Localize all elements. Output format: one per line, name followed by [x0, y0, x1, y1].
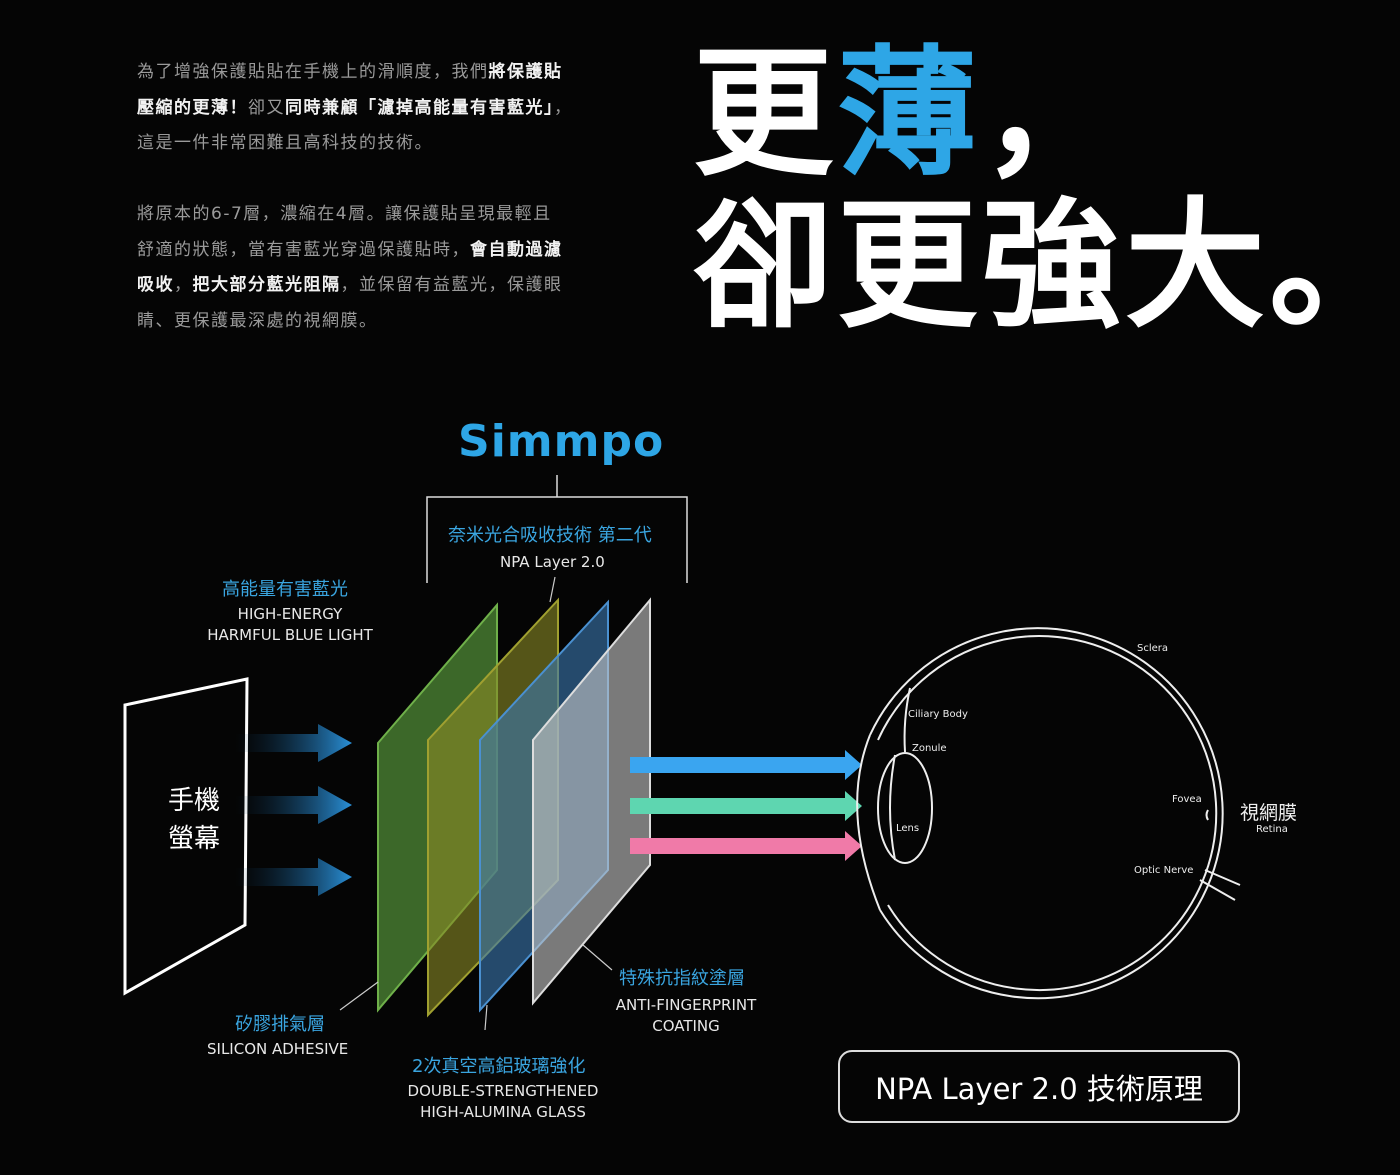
beam-blue: [630, 750, 862, 780]
headline-word: 更: [693, 33, 838, 196]
light-beams: [630, 750, 862, 861]
glass-en-line2: HIGH-ALUMINA GLASS: [420, 1103, 586, 1121]
diagram-title-box: NPA Layer 2.0 技術原理: [838, 1050, 1240, 1123]
paragraph-line: 吸收，把大部分藍光阻隔，並保留有益藍光，保護眼: [137, 268, 563, 304]
silicon-label-en: SILICON ADHESIVE: [207, 1040, 349, 1058]
headline-line-2: 卻更強大。: [693, 185, 1400, 348]
body-text: 這是一件非常困難且高科技的技術。: [137, 133, 433, 153]
zonule-label: Zonule: [912, 743, 947, 754]
body-text: 卻又: [248, 97, 285, 118]
npa-bracket: [426, 475, 688, 583]
paragraph-line: 將原本的6-7層，濃縮在4層。讓保護貼呈現最輕且: [137, 197, 563, 233]
arrow: [235, 724, 352, 762]
layer-coating: [532, 597, 651, 1006]
retina-label-cn: 視網膜: [1240, 802, 1298, 824]
protector-layers: [377, 597, 651, 1018]
sclera-label: Sclera: [1137, 643, 1169, 654]
blue-light-en-line1: HIGH-ENERGY: [237, 605, 343, 623]
headline-line-1: 更薄，: [693, 40, 1125, 190]
emphasis-text: 把大部分藍光阻隔: [192, 275, 341, 295]
coating-en-line2: COATING: [652, 1017, 720, 1035]
fovea-label: Fovea: [1172, 794, 1202, 805]
intro-paragraph-2: 將原本的6-7層，濃縮在4層。讓保護貼呈現最輕且舒適的狀態，當有害藍光穿過保護貼…: [137, 197, 563, 339]
headline-comma: ，: [981, 33, 1126, 196]
body-text: 睛、更保護最深處的視網膜。: [137, 310, 378, 331]
silicon-label-cn: 矽膠排氣層: [235, 1014, 325, 1035]
arrow: [235, 858, 352, 896]
body-text: 將原本的6-7層，濃縮在4層。讓保護貼呈現最輕且: [137, 204, 552, 224]
paragraph-line: 為了增強保護貼貼在手機上的滑順度，我們將保護貼: [137, 55, 573, 91]
emphasis-text: 吸收: [137, 275, 174, 295]
paragraph-line: 舒適的狀態，當有害藍光穿過保護貼時，會自動過濾: [137, 233, 563, 269]
npa-label-en: NPA Layer 2.0: [500, 553, 605, 571]
npa-label-cn: 奈米光合吸收技術 第二代: [448, 525, 652, 546]
paragraph-line: 壓縮的更薄！卻又同時兼顧「濾掉高能量有害藍光」，: [137, 91, 573, 127]
coating-label-cn: 特殊抗指紋塗層: [619, 968, 745, 989]
optic-nerve-label: Optic Nerve: [1134, 865, 1194, 876]
blue-light-en-line2: HARMFUL BLUE LIGHT: [207, 626, 373, 644]
glass-label-cn: 2次真空高鋁玻璃強化: [412, 1056, 586, 1077]
beam-green: [630, 791, 862, 821]
eye-diagram: [856, 627, 1241, 1000]
blue-light-label-en: HIGH-ENERGY HARMFUL BLUE LIGHT: [198, 604, 382, 646]
diagram-title: NPA Layer 2.0 技術原理: [875, 1071, 1203, 1106]
body-text: 為了增強保護貼貼在手機上的滑順度，我們: [137, 62, 489, 82]
body-text: ，: [174, 275, 193, 295]
beam-pink: [630, 831, 862, 861]
glass-label-en: DOUBLE-STRENGTHENED HIGH-ALUMINA GLASS: [396, 1081, 610, 1123]
body-text: ，並保留有益藍光，保護眼: [340, 275, 563, 295]
simmpo-logo: Simmpo: [458, 416, 665, 467]
intro-paragraph-1: 為了增強保護貼貼在手機上的滑順度，我們將保護貼壓縮的更薄！卻又同時兼顧「濾掉高能…: [137, 55, 573, 162]
phone-screen-label: 手機螢幕: [168, 782, 220, 858]
paragraph-line: 這是一件非常困難且高科技的技術。: [137, 126, 573, 162]
arrow: [235, 786, 352, 824]
paragraph-line: 睛、更保護最深處的視網膜。: [137, 304, 563, 340]
blue-light-label-cn: 高能量有害藍光: [222, 579, 348, 600]
ciliary-body-label: Ciliary Body: [908, 709, 968, 720]
body-text: ，: [554, 97, 573, 118]
body-text: 舒適的狀態，當有害藍光穿過保護貼時，: [137, 239, 470, 260]
lens-label: Lens: [896, 823, 920, 834]
emphasis-text: 壓縮的更薄！: [137, 97, 248, 118]
headline-highlight: 薄: [837, 33, 982, 196]
coating-label-en: ANTI-FINGERPRINT COATING: [604, 995, 768, 1037]
phone-label-line2: 螢幕: [168, 824, 221, 854]
emphasis-text: 將保護貼: [488, 62, 563, 82]
coating-en-line1: ANTI-FINGERPRINT: [615, 996, 757, 1014]
emphasis-text: 會自動過濾: [470, 239, 563, 260]
retina-label-en: Retina: [1256, 824, 1288, 835]
glass-en-line1: DOUBLE-STRENGTHENED: [407, 1082, 599, 1100]
phone-label-line1: 手機: [168, 786, 221, 816]
emphasis-text: 同時兼顧「濾掉高能量有害藍光」: [285, 97, 554, 118]
blue-light-arrows: [235, 724, 352, 896]
phone-screen: [123, 677, 249, 996]
